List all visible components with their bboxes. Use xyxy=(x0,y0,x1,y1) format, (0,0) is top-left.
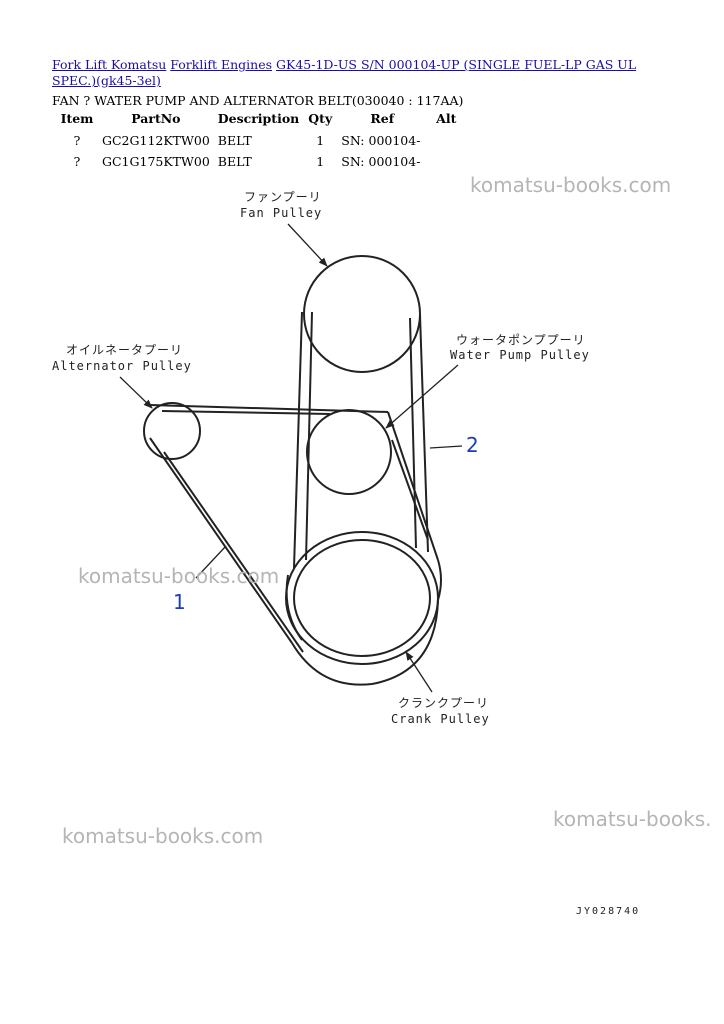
leader-fan xyxy=(287,223,328,267)
cell-partno: GC2G112KTW00 xyxy=(102,133,210,148)
table-row: ? GC1G175KTW00 BELT 1 SN: 000104- xyxy=(56,151,465,172)
watermark: komatsu-books.com xyxy=(78,564,280,588)
leader-callout-1 xyxy=(195,545,227,579)
cell-partno: GC1G175KTW00 xyxy=(102,154,210,169)
water-pump-label-jp: ウォータポンププーリ xyxy=(456,333,586,347)
crank-pulley xyxy=(285,531,439,665)
watermark: komatsu-books. xyxy=(553,807,712,831)
belt-2 xyxy=(293,311,429,569)
watermark: komatsu-books.com xyxy=(470,173,672,197)
crank-pulley-rim xyxy=(285,574,303,641)
parts-table: Item PartNo Description Qty Ref Alt ? GC… xyxy=(56,110,465,172)
alternator-label-en: Alternator Pulley xyxy=(52,359,192,373)
header-item: Item xyxy=(60,111,94,126)
crank-label-jp: クランクプーリ xyxy=(398,696,489,710)
breadcrumb: Fork Lift Komatsu Forklift Engines GK45-… xyxy=(52,57,662,89)
watermark: komatsu-books.com xyxy=(62,824,264,848)
breadcrumb-link-fork-lift-komatsu[interactable]: Fork Lift Komatsu xyxy=(52,57,167,72)
water-pump-label-en: Water Pump Pulley xyxy=(450,348,590,362)
breadcrumb-link-forklift-engines[interactable]: Forklift Engines xyxy=(170,57,273,72)
cell-ref: SN: 000104- xyxy=(341,154,421,169)
page-title: FAN ? WATER PUMP AND ALTERNATOR BELT(030… xyxy=(52,93,464,108)
breadcrumb-link-model[interactable]: GK45-1D-US S/N 000104-UP (SINGLE FUEL-LP… xyxy=(52,57,637,88)
callout-1: 1 xyxy=(173,590,186,614)
table-header-row: Item PartNo Description Qty Ref Alt xyxy=(56,110,465,130)
header-alt: Alt xyxy=(436,111,457,126)
crank-label-en: Crank Pulley xyxy=(391,712,490,726)
header-partno: PartNo xyxy=(131,111,181,126)
fan-label-jp: ファンプーリ xyxy=(244,190,322,204)
cell-qty: 1 xyxy=(316,154,325,169)
fan-pulley xyxy=(303,255,421,373)
alternator-pulley xyxy=(143,402,201,460)
cell-description: BELT xyxy=(217,133,252,148)
leader-callout-2 xyxy=(429,445,463,449)
fan-label-en: Fan Pulley xyxy=(240,206,322,220)
cell-item: ? xyxy=(73,133,81,148)
water-pump-pulley xyxy=(306,409,392,495)
header-ref: Ref xyxy=(370,111,395,126)
cell-qty: 1 xyxy=(316,133,325,148)
leader-water-pump xyxy=(385,364,459,429)
cell-description: BELT xyxy=(217,154,252,169)
alternator-label-jp: オイルネータプーリ xyxy=(66,343,183,357)
cell-ref: SN: 000104- xyxy=(341,133,421,148)
leader-alternator xyxy=(119,376,153,409)
table-row: ? GC2G112KTW00 BELT 1 SN: 000104- xyxy=(56,130,465,151)
header-qty: Qty xyxy=(308,111,333,126)
cell-item: ? xyxy=(73,154,81,169)
header-description: Description xyxy=(217,111,300,126)
leader-crank xyxy=(405,651,433,693)
callout-2: 2 xyxy=(466,433,479,457)
drawing-code: JY028740 xyxy=(576,906,640,917)
